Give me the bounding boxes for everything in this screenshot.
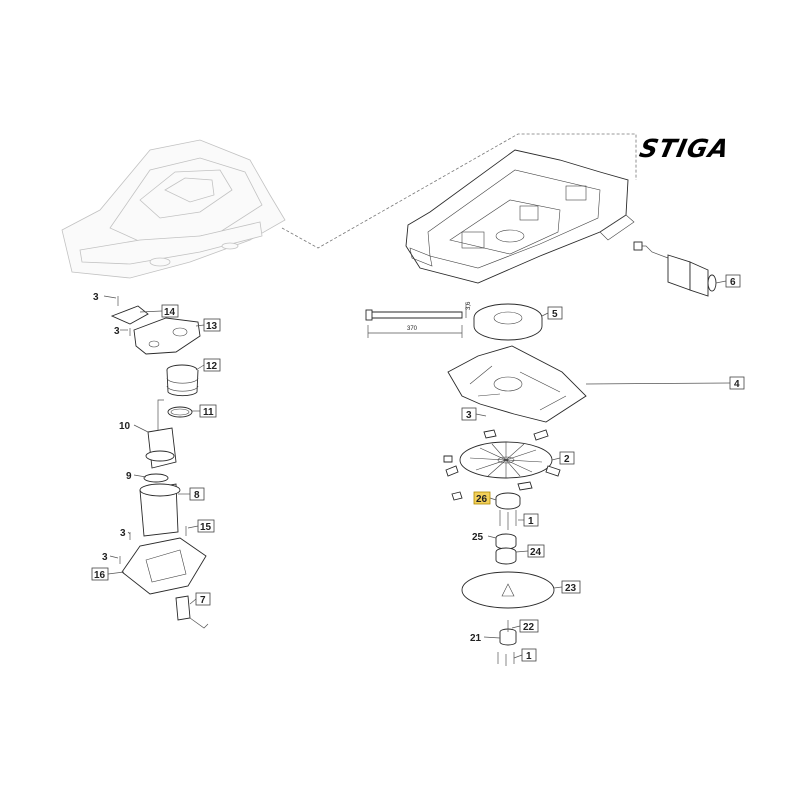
- svg-text:15: 15: [200, 522, 212, 533]
- callout-24: 24: [527, 544, 545, 558]
- callout-3: 3: [93, 292, 99, 303]
- callout-16: 16: [91, 567, 109, 581]
- svg-text:11: 11: [203, 407, 214, 418]
- cover-plate: [447, 345, 587, 423]
- callout-6: 6: [725, 274, 741, 288]
- callout-14: 14: [161, 304, 179, 318]
- svg-text:3: 3: [102, 552, 108, 563]
- svg-text:12: 12: [206, 361, 218, 372]
- dashed-link-line: [281, 133, 637, 249]
- callout-15: 15: [197, 519, 215, 533]
- svg-text:24: 24: [530, 547, 542, 558]
- svg-text:3: 3: [466, 410, 472, 421]
- callout-23: 23: [561, 580, 581, 594]
- callout-10: 10: [119, 421, 131, 432]
- hub-part: [451, 491, 521, 510]
- callout-8: 8: [189, 487, 205, 501]
- svg-text:6: 6: [730, 277, 736, 288]
- callout-3: 3: [114, 326, 120, 337]
- mower-body-outline: [61, 139, 286, 279]
- callout-12: 12: [203, 358, 221, 372]
- left-motor: [145, 399, 177, 469]
- cable-length-label: 370: [407, 326, 418, 332]
- cable-tie: [365, 304, 467, 338]
- callout-3: 3: [102, 552, 108, 563]
- svg-text:10: 10: [119, 421, 131, 432]
- callout-1: 1: [523, 513, 539, 527]
- callout-1: 1: [521, 648, 537, 662]
- left-screws: [117, 296, 187, 564]
- svg-text:3: 3: [93, 292, 99, 303]
- left-sensor: [175, 595, 209, 629]
- svg-text:9: 9: [126, 471, 132, 482]
- left-base: [121, 537, 207, 595]
- svg-text:8: 8: [194, 490, 200, 501]
- svg-text:2: 2: [564, 454, 570, 465]
- svg-text:5: 5: [552, 309, 558, 320]
- svg-text:22: 22: [523, 622, 535, 633]
- svg-text:26: 26: [476, 494, 488, 505]
- callout-3: 3: [120, 528, 126, 539]
- svg-text:14: 14: [164, 307, 176, 318]
- callout-3: 3: [461, 407, 477, 421]
- svg-text:3: 3: [114, 326, 120, 337]
- svg-text:3: 3: [120, 528, 126, 539]
- left-spring: [167, 406, 193, 418]
- callout-26: 26: [473, 491, 491, 505]
- lower-hub: [497, 620, 517, 666]
- svg-text:7: 7: [200, 595, 206, 606]
- svg-text:16: 16: [94, 570, 106, 581]
- ring-part: [473, 303, 543, 341]
- svg-text:25: 25: [472, 532, 484, 543]
- left-small-bracket: [110, 305, 149, 325]
- callout-4: 4: [729, 376, 745, 390]
- left-mount-plate: [133, 317, 201, 355]
- bearing-part: [495, 533, 517, 550]
- svg-text:13: 13: [206, 321, 218, 332]
- protective-disc: [461, 571, 555, 609]
- blade-disc: [443, 429, 561, 491]
- callout-9: 9: [126, 471, 132, 482]
- callout-25: 25: [472, 532, 484, 543]
- svg-text:1: 1: [526, 651, 532, 662]
- motor-assembly: [633, 241, 717, 297]
- cable-width-label: 3,6: [466, 301, 472, 310]
- chassis-base: [405, 149, 635, 284]
- callout-21: 21: [470, 633, 482, 644]
- callout-labels: 3 14 3 13 12 11 10 9 8 3 15 3 16 7 6 5 4…: [91, 274, 745, 662]
- svg-text:1: 1: [528, 516, 534, 527]
- screw-group-upper: [499, 510, 517, 530]
- callout-13: 13: [203, 318, 221, 332]
- callout-2: 2: [559, 451, 575, 465]
- nut-part: [495, 547, 517, 565]
- callout-5: 5: [547, 306, 563, 320]
- callout-7: 7: [195, 592, 211, 606]
- svg-text:4: 4: [734, 379, 740, 390]
- left-o-ring: [143, 473, 169, 483]
- callout-22: 22: [519, 619, 539, 633]
- svg-text:21: 21: [470, 633, 482, 644]
- left-bellows: [166, 364, 199, 397]
- callout-11: 11: [199, 404, 217, 418]
- brand-logo: STIGA: [636, 134, 733, 163]
- svg-text:23: 23: [565, 583, 577, 594]
- leader-lines: [103, 280, 731, 659]
- left-housing: [139, 483, 181, 537]
